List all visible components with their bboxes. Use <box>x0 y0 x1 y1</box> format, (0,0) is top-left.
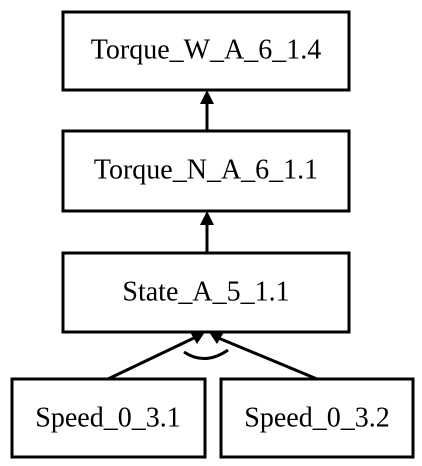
node-box-torque-n <box>61 129 351 213</box>
node-label-speed-2: Speed_0_3.2 <box>244 402 389 433</box>
edge-speed-2-to-state <box>215 335 318 381</box>
arrowhead-state-left <box>190 332 205 344</box>
node-box-speed-2 <box>219 377 415 459</box>
node-speed-2: Speed_0_3.2 <box>219 377 415 459</box>
node-label-speed-1: Speed_0_3.1 <box>35 402 180 433</box>
node-torque-w: Torque_W_A_6_1.4 <box>61 10 351 92</box>
node-label-torque-n: Torque_N_A_6_1.1 <box>94 154 318 185</box>
node-box-torque-w <box>61 10 351 92</box>
node-label-state: State_A_5_1.1 <box>122 276 289 307</box>
arrowhead-torque-w <box>200 90 214 104</box>
node-state: State_A_5_1.1 <box>61 251 351 334</box>
node-box-speed-1 <box>10 377 207 459</box>
node-box-state <box>61 251 351 334</box>
arrowhead-torque-n <box>200 211 214 225</box>
and-junction-arc <box>183 348 229 360</box>
node-label-torque-w: Torque_W_A_6_1.4 <box>91 34 322 65</box>
arrowhead-state-right <box>209 332 224 344</box>
edges <box>107 90 318 381</box>
edge-speed-1-to-state <box>107 335 197 381</box>
node-speed-1: Speed_0_3.1 <box>10 377 207 459</box>
node-torque-n: Torque_N_A_6_1.1 <box>61 129 351 213</box>
